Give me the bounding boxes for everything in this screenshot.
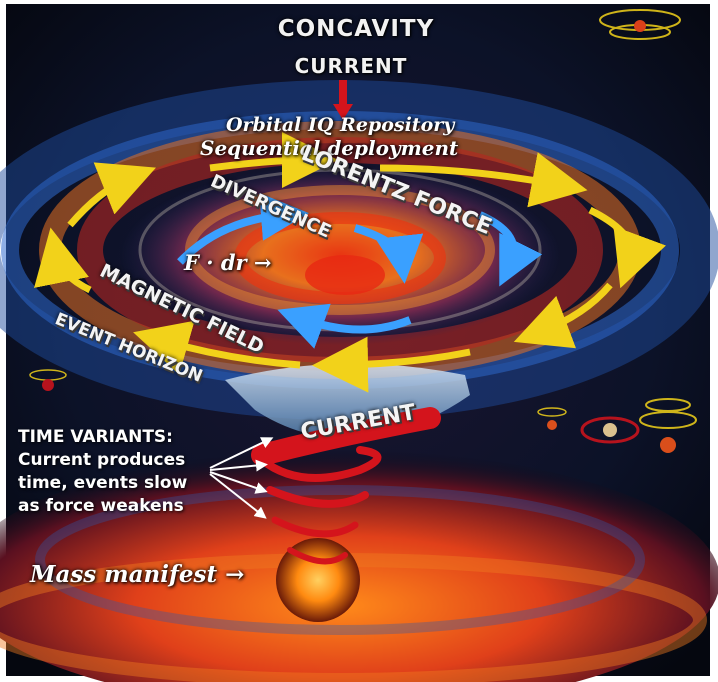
force-formula: F · dr → xyxy=(184,250,272,275)
blue-arrows xyxy=(177,192,543,349)
time-variants-line3: as force weakens xyxy=(18,496,184,516)
time-variants-title: TIME VARIANTS: xyxy=(18,427,173,447)
concavity-title: CONCAVITY xyxy=(277,16,435,42)
current-top-label: CURRENT xyxy=(294,54,408,78)
repository-label: Orbital IQ Repository xyxy=(226,114,455,136)
side-gyros xyxy=(29,9,697,453)
yellow-arrows xyxy=(34,132,666,393)
deployment-label: Sequential deployment xyxy=(200,136,459,160)
time-pointers xyxy=(209,437,274,519)
time-variants-line2: time, events slow xyxy=(18,473,188,493)
lower-glow xyxy=(0,450,718,682)
mass-manifest-label: Mass manifest → xyxy=(30,561,245,588)
time-variants-line1: Current produces xyxy=(18,450,186,470)
current-ribbon xyxy=(251,407,441,565)
